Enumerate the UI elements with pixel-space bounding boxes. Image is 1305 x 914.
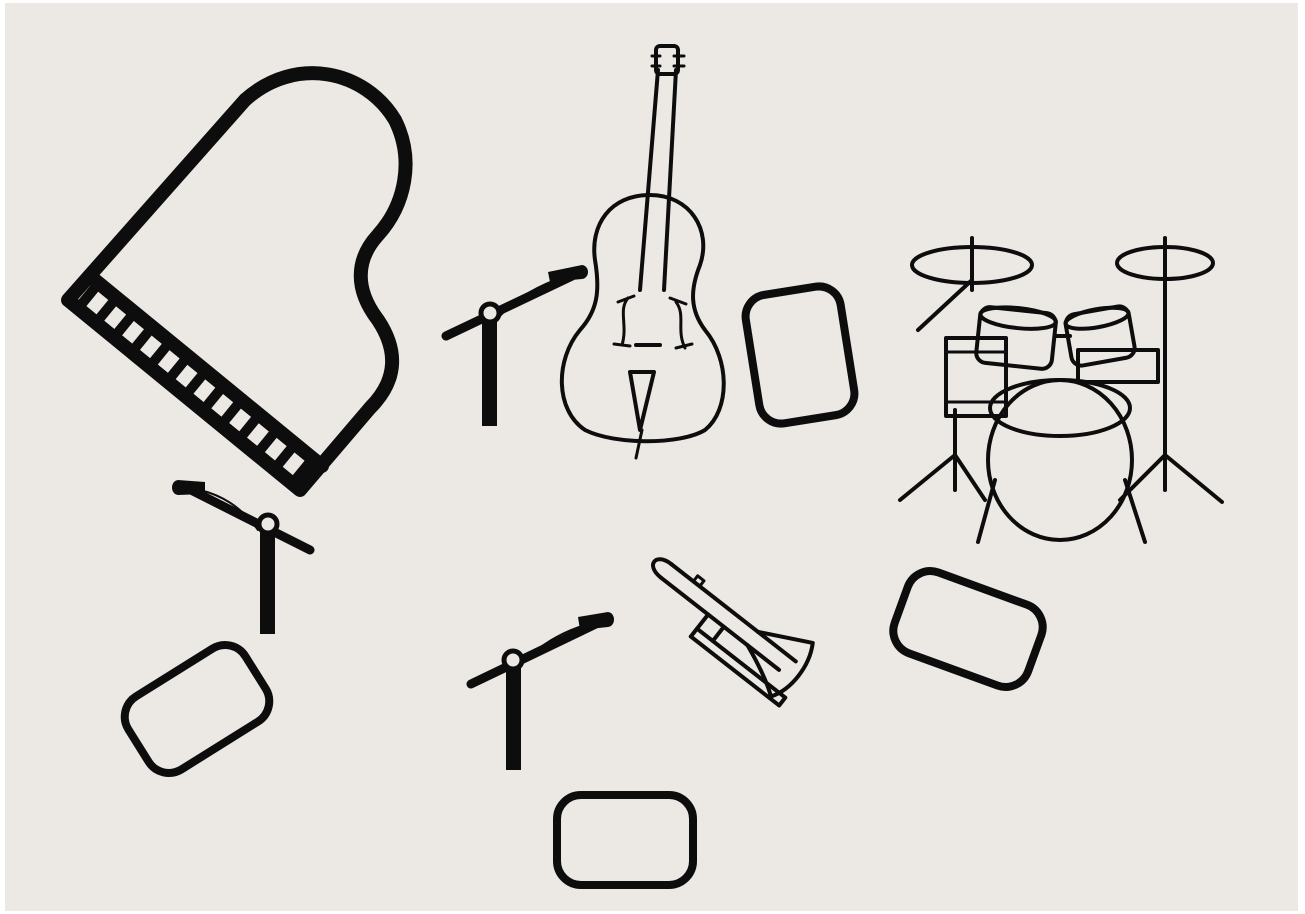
stage-plot [0,0,1305,914]
stage-plot-canvas [0,0,1305,914]
